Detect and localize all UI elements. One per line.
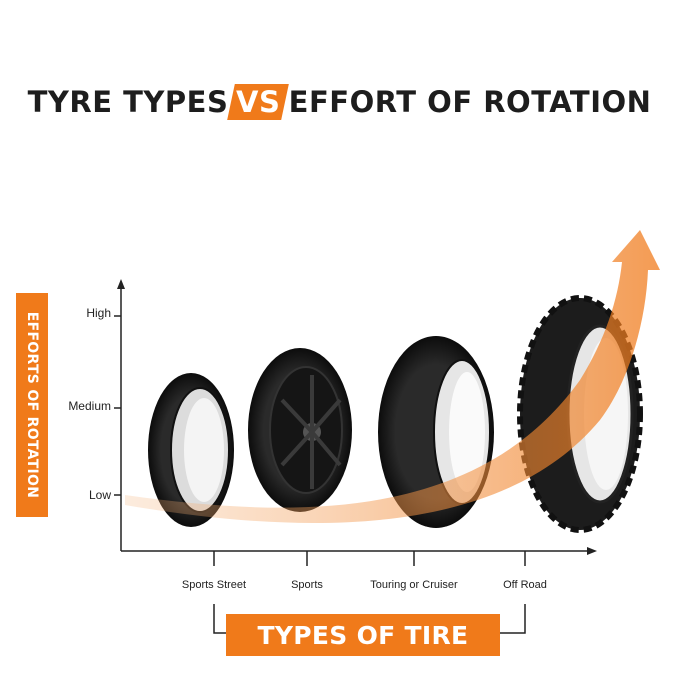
x-axis-arrowhead [587, 547, 597, 555]
xtick-label-sports: Sports [291, 579, 323, 591]
title-left: TYRE TYPES [27, 85, 229, 119]
y-axis-arrowhead [117, 279, 125, 289]
x-axis-label: TYPES OF TIRE [257, 620, 469, 650]
xtick-label-touring: Touring or Cruiser [370, 579, 458, 591]
xtick-label-sports-street: Sports Street [181, 579, 247, 591]
tyre-sports [248, 348, 352, 512]
title-right: EFFORT OF ROTATION [288, 85, 652, 119]
y-axis-label-box: EFFORTS OF ROTATION [16, 293, 48, 517]
ytick-label-high: High [86, 306, 111, 320]
ytick-label-medium: Medium [68, 399, 111, 413]
xlabel-bracket [213, 604, 526, 634]
effort-trend-arrow [125, 230, 660, 524]
ytick-label-low: Low [88, 488, 111, 502]
tyre-sports-street [148, 373, 234, 527]
x-axis-label-box: TYPES OF TIRE [226, 614, 500, 656]
y-axis-label: EFFORTS OF ROTATION [24, 311, 40, 499]
xtick-label-off-road: Off Road [503, 579, 547, 591]
chart-title: TYRE TYPES VS EFFORT OF ROTATION [0, 80, 679, 124]
